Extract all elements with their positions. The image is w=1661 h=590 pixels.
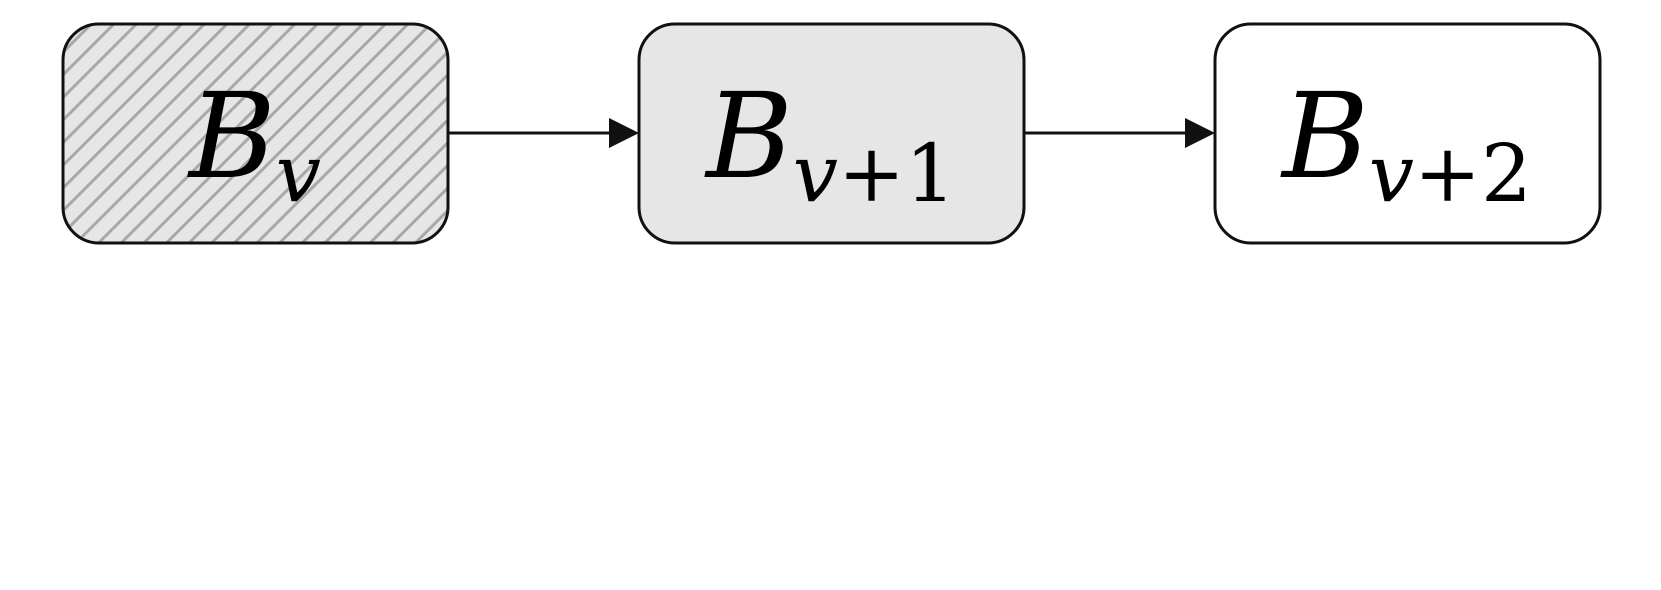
node-bv: Bv: [61, 22, 450, 245]
node-bv-box: [61, 22, 450, 245]
node-bv2-box: [1213, 22, 1602, 245]
node-bv1-box: [637, 22, 1026, 245]
node-bv2-label: Bv+2: [1280, 67, 1532, 220]
node-bv2: Bv+2: [1213, 22, 1602, 245]
node-bv-label: Bv: [187, 67, 321, 220]
node-bv1-label: Bv+1: [704, 67, 956, 220]
node-bv1: Bv+1: [637, 22, 1026, 245]
